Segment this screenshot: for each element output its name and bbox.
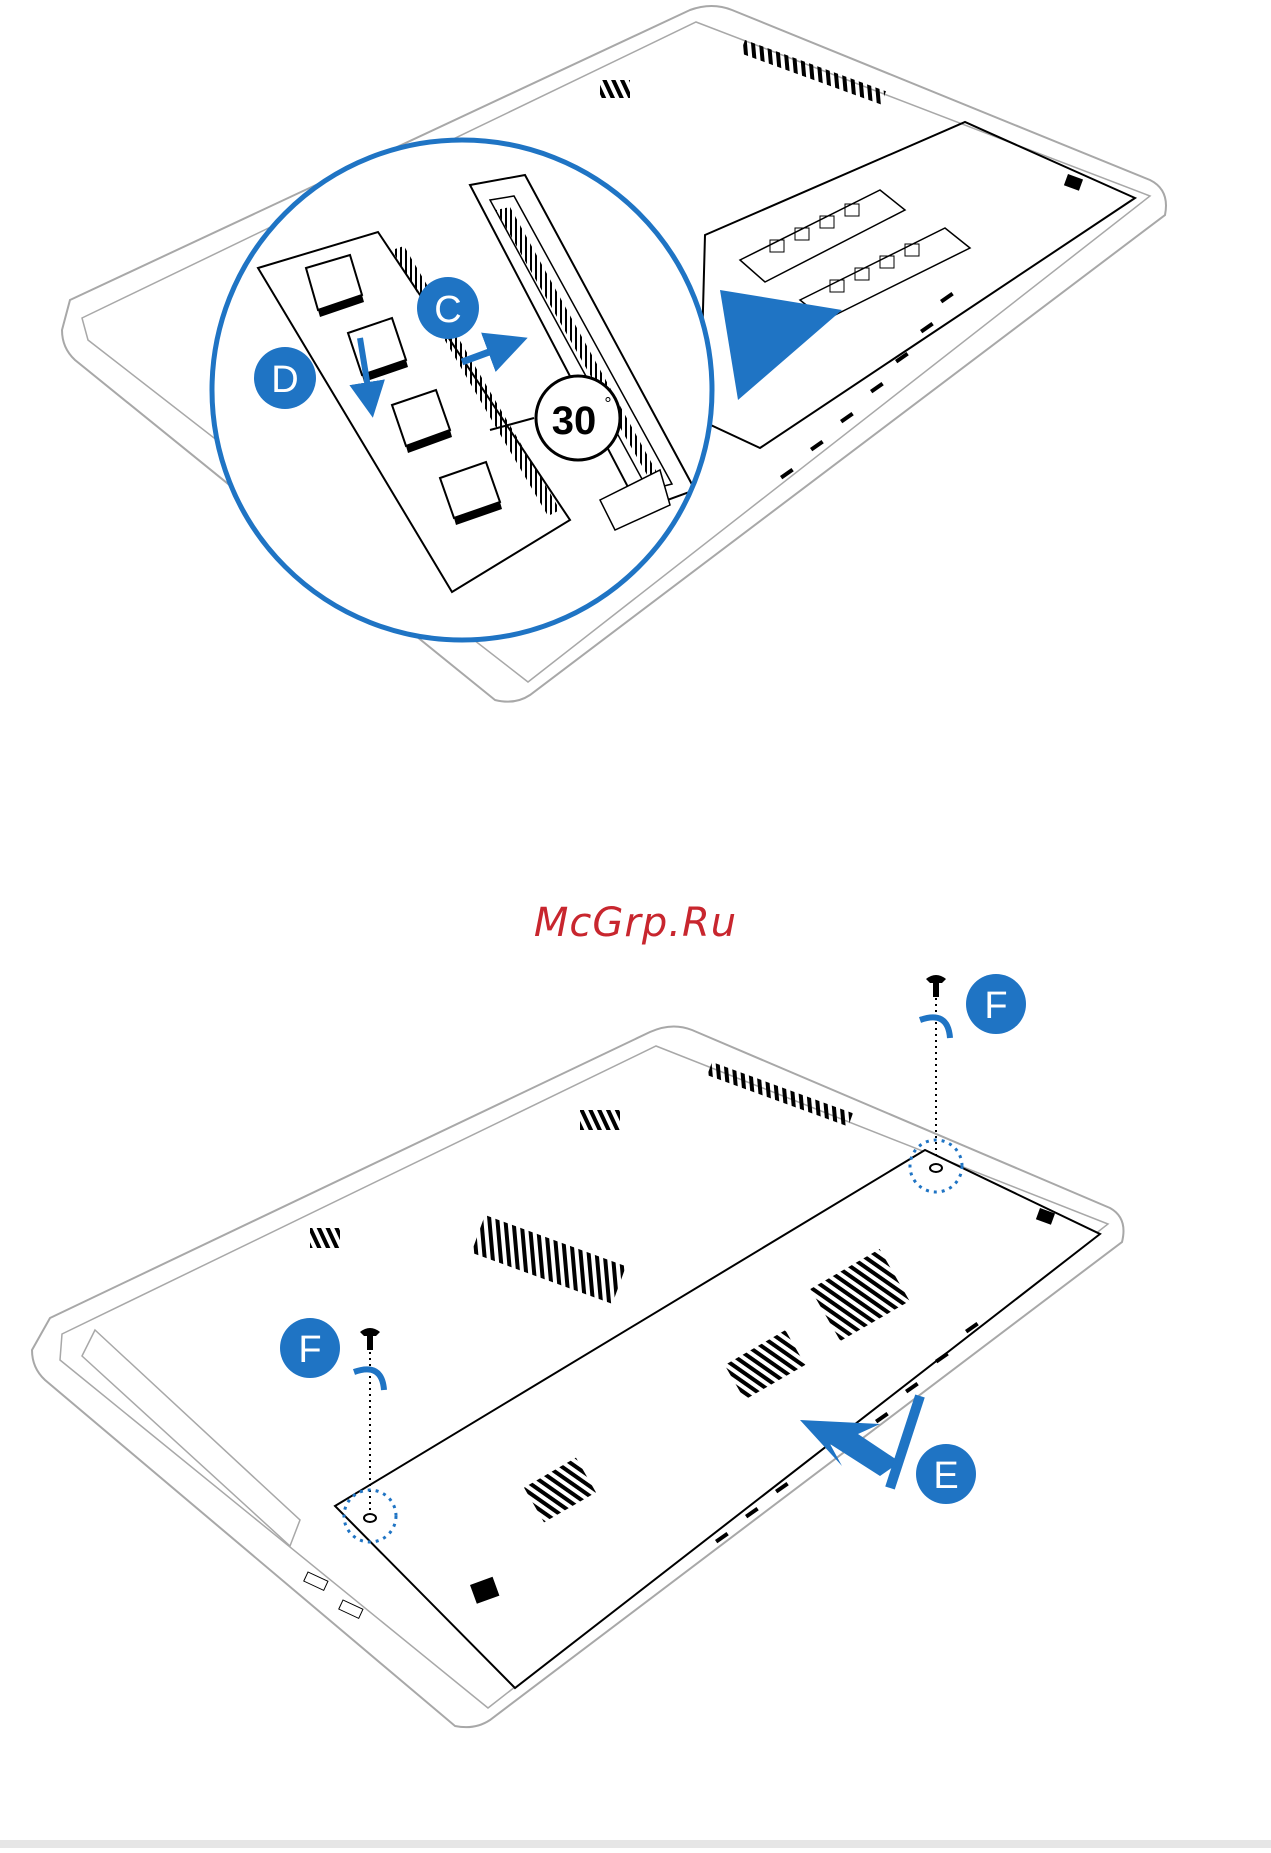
svg-text:F: F [984, 985, 1007, 1027]
bottom-figure-laptop [32, 1026, 1124, 1727]
watermark: McGrp.Ru [0, 900, 1271, 946]
svg-text:F: F [298, 1329, 321, 1371]
bottom-cover [335, 1150, 1100, 1688]
svg-text:C: C [434, 289, 461, 331]
rubber-foot [1064, 174, 1083, 191]
ram-module-installed [800, 228, 970, 320]
ram-zoom-inset: C D 30 ° [212, 140, 712, 640]
page-footer-strip [0, 1840, 1271, 1848]
svg-text:E: E [933, 1455, 958, 1497]
callout-e: E [916, 1444, 976, 1504]
zoom-pointer [720, 290, 842, 400]
svg-text:30: 30 [552, 399, 597, 443]
callout-f-right: F [966, 974, 1026, 1034]
callout-c: C [417, 277, 479, 339]
callout-f-left: F [280, 1318, 340, 1378]
svg-text:D: D [271, 359, 298, 401]
rotate-arrow [354, 1369, 384, 1390]
vent-grille [600, 80, 630, 98]
memory-compartment [700, 122, 1135, 448]
vent-grille [740, 40, 886, 104]
svg-text:°: ° [604, 394, 611, 414]
callout-d: D [254, 347, 316, 409]
